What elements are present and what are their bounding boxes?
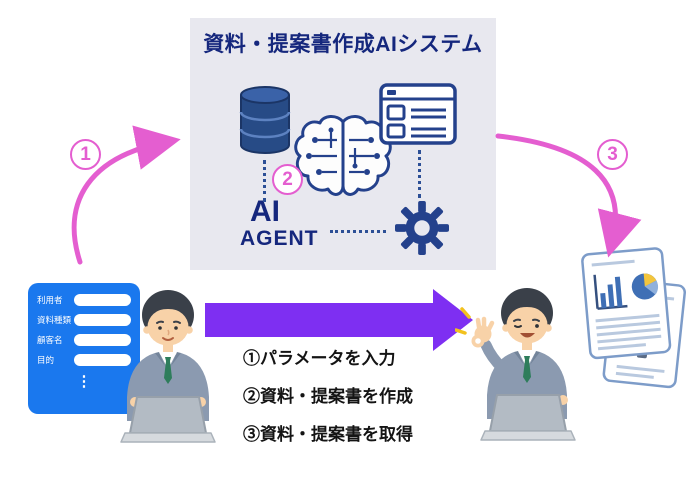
ai-system-box: 資料・提案書作成AIシステム (190, 18, 496, 270)
ai-agent-label: AI AGENT (240, 196, 319, 251)
step-1-badge: 1 (70, 139, 101, 170)
ai-brain-circuit-icon (294, 115, 392, 196)
document-window-icon (379, 83, 457, 145)
ai-agent-label-line1: AI (250, 195, 280, 228)
dotted-connector-window-gear (418, 150, 421, 198)
laptop-icon (480, 394, 576, 441)
dotted-connector-agent-gear (330, 230, 386, 233)
field-input-user (74, 294, 131, 306)
form-more-indicator: ⋮ (76, 373, 92, 390)
step-2-badge: 2 (272, 164, 303, 195)
form-row-doctype: 資料種類 (37, 314, 131, 326)
field-input-customer (74, 334, 131, 346)
output-documents-icon (581, 247, 686, 389)
gear-icon (395, 201, 449, 255)
step-3-badge: 3 (597, 139, 628, 170)
field-label-doctype: 資料種類 (37, 315, 72, 325)
field-input-doctype (74, 314, 131, 326)
ai-agent-label-line2: AGENT (240, 227, 319, 250)
dotted-connector-database (263, 160, 266, 202)
process-step-2: ②資料・提案書を作成 (243, 387, 413, 406)
person-right-illustration (455, 288, 576, 441)
field-label-user: 利用者 (37, 295, 63, 305)
system-title: 資料・提案書作成AIシステム (203, 33, 483, 56)
parameter-form-panel: 利用者 資料種類 顧客名 目的 ⋮ (28, 283, 140, 414)
laptop-icon (120, 396, 216, 443)
person-left-illustration (120, 290, 216, 443)
process-arrow (205, 289, 473, 351)
database-icon (239, 86, 291, 154)
form-row-purpose: 目的 (37, 354, 131, 366)
document-charts-page (581, 247, 672, 360)
field-label-purpose: 目的 (37, 355, 55, 365)
form-row-customer: 顧客名 (37, 334, 131, 346)
form-row-user: 利用者 (37, 294, 131, 306)
process-step-3: ③資料・提案書を取得 (243, 425, 413, 444)
process-steps-list: ①パラメータを入力 ②資料・提案書を作成 ③資料・提案書を取得 (243, 344, 413, 458)
field-label-customer: 顧客名 (37, 335, 63, 345)
field-input-purpose (74, 354, 131, 366)
process-step-1: ①パラメータを入力 (243, 349, 396, 368)
